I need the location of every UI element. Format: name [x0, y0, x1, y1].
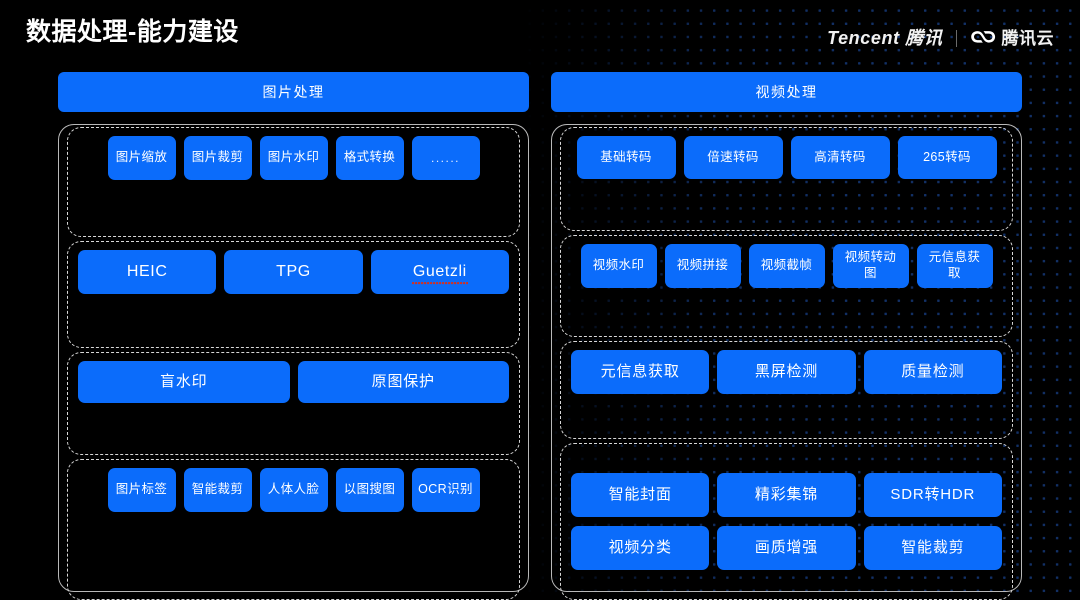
capability-tile[interactable]: 黑屏检测 — [717, 350, 856, 394]
capability-tile[interactable]: 原图保护 — [297, 361, 509, 403]
group-video-editing: 视频水印视频拼接视频截帧视频转动图元信息获取 — [560, 235, 1013, 337]
tencent-cloud-lockup: 腾讯云 — [970, 29, 1055, 47]
tile-row: 视频水印视频拼接视频截帧视频转动图元信息获取 — [571, 244, 1002, 328]
tencent-wordmark: Tencent 腾讯 — [827, 28, 943, 48]
capability-tile[interactable]: ...... — [411, 136, 480, 180]
capability-tile[interactable]: 高清转码 — [790, 136, 890, 179]
capability-tile[interactable]: 元信息获取 — [916, 244, 993, 288]
capability-tile[interactable]: 画质增强 — [717, 526, 856, 570]
capability-tile[interactable]: 倍速转码 — [683, 136, 783, 179]
group-video-inspection: 元信息获取黑屏检测质量检测 — [560, 341, 1013, 439]
capability-tile[interactable]: 智能封面 — [571, 473, 710, 517]
capability-tile[interactable]: Guetzli — [370, 250, 509, 294]
capability-tile[interactable]: 视频水印 — [580, 244, 657, 288]
tile-row: 图片缩放图片裁剪图片水印格式转换...... — [78, 136, 509, 228]
page-title: 数据处理-能力建设 — [26, 18, 239, 46]
tile-row: 视频分类画质增强智能裁剪 — [571, 526, 1002, 570]
capability-tile-label: Guetzli — [411, 262, 468, 285]
capability-tile[interactable]: 视频分类 — [571, 526, 710, 570]
capability-tile[interactable]: 盲水印 — [78, 361, 290, 403]
capability-tile[interactable]: 基础转码 — [576, 136, 676, 179]
capability-tile[interactable]: 人体人脸 — [259, 468, 328, 512]
capability-tile[interactable]: 视频拼接 — [664, 244, 741, 288]
column-banner-image-processing[interactable]: 图片处理 — [58, 72, 529, 112]
brand-divider — [955, 29, 957, 47]
group-image-basic-ops: 图片缩放图片裁剪图片水印格式转换...... — [67, 127, 520, 237]
capability-tile[interactable]: 智能裁剪 — [183, 468, 252, 512]
tencent-cloud-wordmark: 腾讯云 — [1001, 28, 1054, 48]
capability-tile[interactable]: 质量检测 — [863, 350, 1002, 394]
column-banner-video-processing[interactable]: 视频处理 — [551, 72, 1022, 112]
tencent-cloud-logo-icon — [970, 29, 996, 47]
tile-row: 盲水印原图保护 — [78, 361, 509, 446]
capability-tile[interactable]: 智能裁剪 — [863, 526, 1002, 570]
capability-tile[interactable]: 图片缩放 — [107, 136, 176, 180]
capability-tile[interactable]: 图片水印 — [259, 136, 328, 180]
capability-tile[interactable]: HEIC — [78, 250, 217, 294]
capability-tile[interactable]: 精彩集锦 — [717, 473, 856, 517]
capability-tile[interactable]: TPG — [224, 250, 363, 294]
capability-tile[interactable]: SDR转HDR — [863, 473, 1002, 517]
capability-tile[interactable]: 图片裁剪 — [183, 136, 252, 180]
capability-tile[interactable]: OCR识别 — [411, 468, 480, 512]
slide-header: 数据处理-能力建设 Tencent 腾讯 腾讯云 — [0, 0, 1080, 66]
capability-tile[interactable]: 265转码 — [897, 136, 997, 179]
tile-row: 元信息获取黑屏检测质量检测 — [571, 350, 1002, 430]
brand-lockup: Tencent 腾讯 腾讯云 — [827, 27, 1054, 49]
capability-tile[interactable]: 图片标签 — [107, 468, 176, 512]
capability-tile[interactable]: 视频截帧 — [748, 244, 825, 288]
capability-tile[interactable]: 元信息获取 — [571, 350, 710, 394]
group-image-protection: 盲水印原图保护 — [67, 352, 520, 455]
capability-tile[interactable]: 格式转换 — [335, 136, 404, 180]
capability-tile[interactable]: 以图搜图 — [335, 468, 404, 512]
capability-tile[interactable]: 视频转动图 — [832, 244, 909, 288]
